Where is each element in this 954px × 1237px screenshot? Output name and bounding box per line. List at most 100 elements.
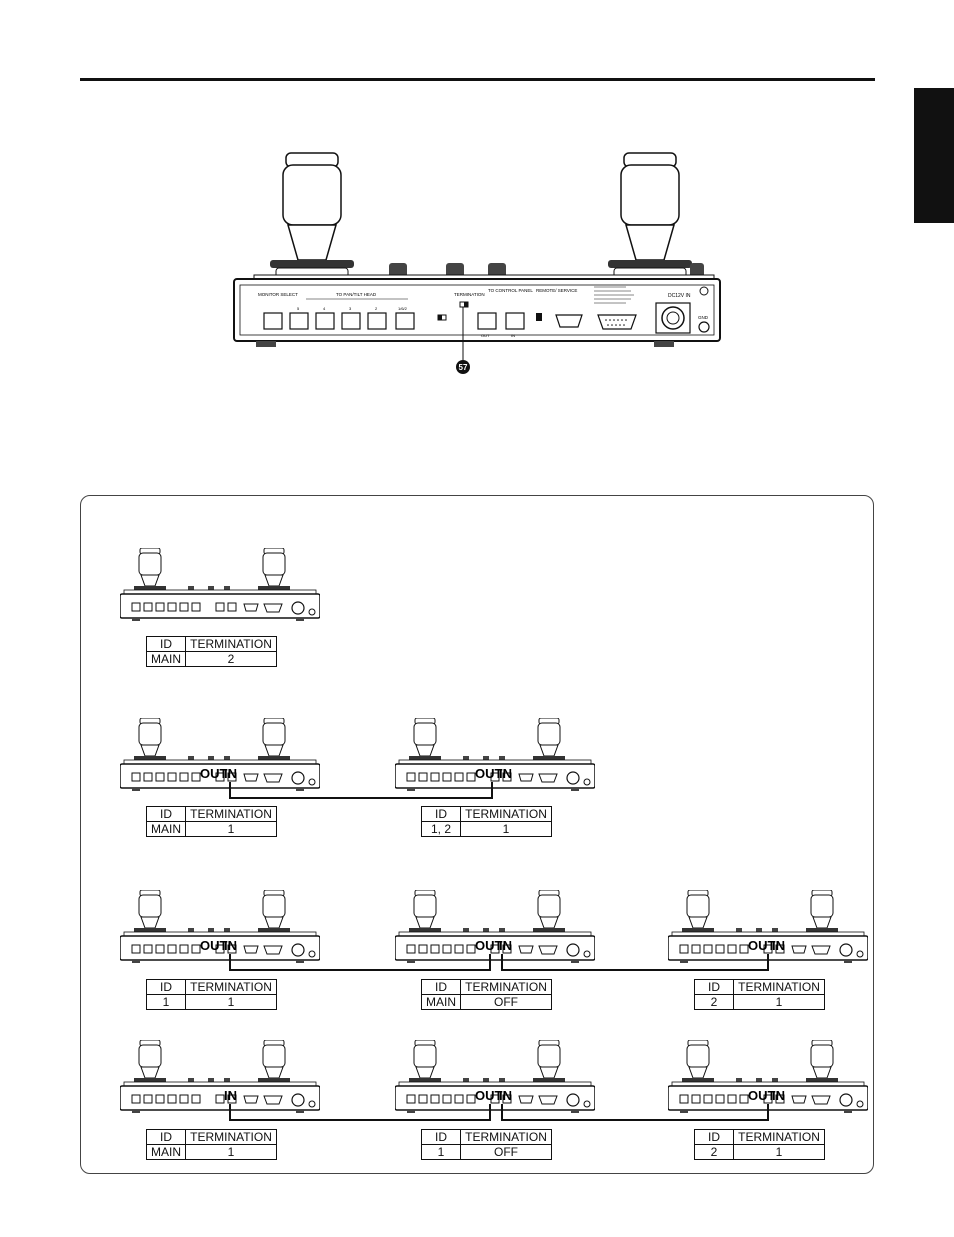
termination-value: 1 — [185, 1144, 277, 1160]
remote-dsub-connector — [555, 314, 583, 328]
out-label: OUT — [475, 766, 503, 781]
in-label: IN — [499, 1088, 512, 1103]
out-label: OUT — [200, 938, 228, 953]
header-rule — [80, 78, 875, 81]
to-control-panel-label: TO CONTROL PANEL — [488, 288, 533, 293]
out-label: OUT — [748, 1088, 776, 1103]
id-header: ID — [694, 979, 734, 995]
port-number-1: 1/6/2 — [398, 306, 408, 311]
in-label: IN — [499, 938, 512, 953]
termination-header: TERMINATION — [185, 806, 277, 822]
example-4-unit-2: OUT IN — [395, 1040, 595, 1114]
example-4-unit-1: IN — [120, 1040, 320, 1114]
in-label: IN — [772, 938, 785, 953]
out-label: OUT — [475, 938, 503, 953]
port-number-2: 2 — [375, 306, 378, 311]
in-label: IN — [499, 766, 512, 781]
termination-label: TERMINATION — [454, 292, 485, 297]
in-label: IN — [224, 1088, 237, 1103]
example-2-unit-1: OUT IN — [120, 718, 320, 792]
example-3-unit-1: OUT IN — [120, 890, 320, 964]
example-3-unit-3: OUT IN — [668, 890, 868, 964]
termination-header: TERMINATION — [185, 979, 277, 995]
port-number-5: 5 — [297, 306, 300, 311]
termination-value: 1 — [733, 994, 825, 1010]
termination-header: TERMINATION — [460, 806, 552, 822]
termination-header: TERMINATION — [733, 1129, 825, 1145]
id-termination-switches — [437, 301, 542, 321]
dc-in-label: DC12V IN — [668, 293, 691, 299]
in-label: IN — [772, 1088, 785, 1103]
termination-value: 2 — [185, 651, 277, 667]
out-label: OUT — [748, 938, 776, 953]
in-port-label: IN — [511, 333, 515, 338]
in-label: IN — [224, 938, 237, 953]
remote-service-label: REMOTE/ SERVICE — [536, 288, 577, 293]
id-header: ID — [694, 1129, 734, 1145]
id-value: 2 — [694, 994, 734, 1010]
example-2-unit-2: OUT IN — [395, 718, 595, 792]
example-3-cables — [229, 954, 769, 971]
termination-value: OFF — [460, 1144, 552, 1160]
id-header: ID — [146, 636, 186, 652]
gnd-label: GND — [698, 315, 709, 320]
port-number-3: 3 — [349, 306, 352, 311]
termination-header: TERMINATION — [733, 979, 825, 995]
example-4-unit-3: OUT IN — [668, 1040, 868, 1114]
termination-header: TERMINATION — [185, 1129, 277, 1145]
example-4-cables — [229, 1104, 769, 1121]
termination-value: 1 — [185, 994, 277, 1010]
dc-in-connector — [661, 306, 685, 330]
port-number-4: 4 — [323, 306, 326, 311]
example-3-unit-2: OUT IN — [395, 890, 595, 964]
id-header: ID — [146, 1129, 186, 1145]
example-2-cable — [229, 782, 493, 799]
id-value: 1 — [146, 994, 186, 1010]
example-configurations-panel — [80, 495, 874, 1174]
monitor-select-label: MONITOR SELECT — [258, 292, 298, 297]
callout-57-marker — [456, 360, 470, 374]
example-1-unit-main — [120, 548, 320, 622]
gnd-terminal — [698, 321, 710, 333]
termination-header: TERMINATION — [460, 979, 552, 995]
callout-57-label: 57 — [459, 363, 468, 372]
id-value: 2 — [694, 1144, 734, 1160]
id-value: MAIN — [146, 1144, 186, 1160]
out-port-label: OUT — [481, 333, 490, 338]
rear-panel-figure: MONITOR SELECT TO PAN/TILT HEAD TERMINAT… — [233, 152, 721, 374]
in-label: IN — [224, 766, 237, 781]
id-header: ID — [146, 806, 186, 822]
id-value: MAIN — [146, 651, 186, 667]
termination-header: TERMINATION — [185, 636, 277, 652]
termination-value: 1 — [185, 821, 277, 837]
out-label: OUT — [475, 1088, 503, 1103]
termination-value: 1 — [460, 821, 552, 837]
id-value: 1, 2 — [421, 821, 461, 837]
id-header: ID — [146, 979, 186, 995]
out-label: OUT — [200, 766, 228, 781]
rj45-ports — [263, 312, 525, 330]
id-header: ID — [421, 1129, 461, 1145]
id-value: MAIN — [146, 821, 186, 837]
termination-value: OFF — [460, 994, 552, 1010]
right-joystick — [608, 152, 692, 279]
id-header: ID — [421, 979, 461, 995]
termination-value: 1 — [733, 1144, 825, 1160]
left-joystick — [270, 152, 354, 279]
section-tab — [914, 88, 954, 223]
id-header: ID — [421, 806, 461, 822]
tally-dsub-connector — [597, 314, 637, 330]
id-value: MAIN — [421, 994, 461, 1010]
id-value: 1 — [421, 1144, 461, 1160]
termination-header: TERMINATION — [460, 1129, 552, 1145]
to-pantilt-head-label: TO PAN/TILT HEAD — [336, 292, 377, 297]
